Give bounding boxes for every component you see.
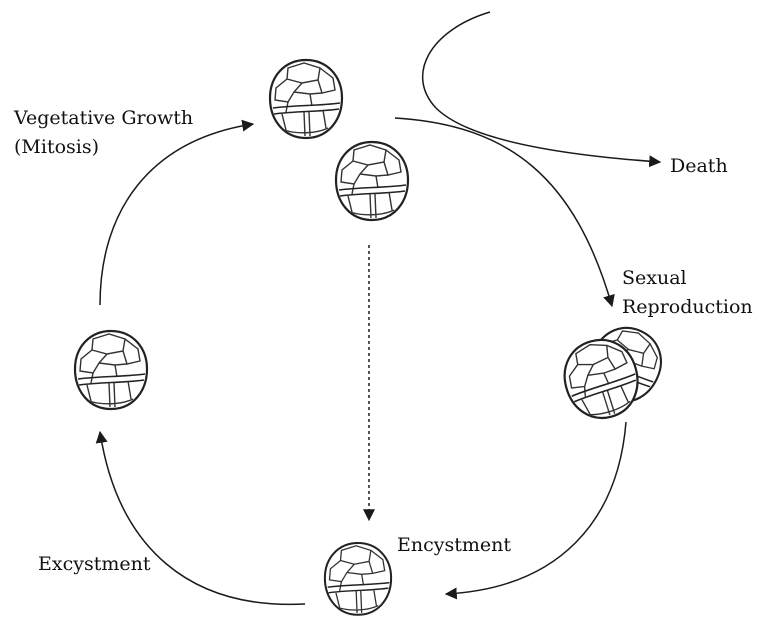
- encystment-label: Encystment: [397, 534, 511, 556]
- sexual-reproduction-label-line2: Reproduction: [622, 296, 753, 318]
- vegetative-growth-label: Vegetative Growth (Mitosis): [14, 104, 193, 162]
- vegetative-growth-arrow: [99, 119, 255, 306]
- vegetative-growth-label-line1: Vegetative Growth: [14, 107, 194, 129]
- death-loop-curve: [421, 11, 662, 168]
- sexual-reproduction-arrow: [394, 117, 615, 308]
- excysted-cell: [73, 329, 149, 411]
- encystment-arrow-right: [444, 421, 627, 600]
- vegetative-cell-lower: [334, 140, 410, 222]
- vegetative-cell-upper: [268, 58, 344, 140]
- excystment-arrow: [95, 430, 306, 606]
- paired-cells: [555, 315, 674, 428]
- cyst: [323, 542, 393, 616]
- vegetative-growth-label-line2: (Mitosis): [14, 136, 100, 158]
- sexual-reproduction-label-line1: Sexual: [622, 267, 687, 289]
- death-label: Death: [670, 155, 728, 177]
- excystment-label: Excystment: [38, 553, 151, 575]
- sexual-reproduction-label: Sexual Reproduction: [622, 264, 753, 322]
